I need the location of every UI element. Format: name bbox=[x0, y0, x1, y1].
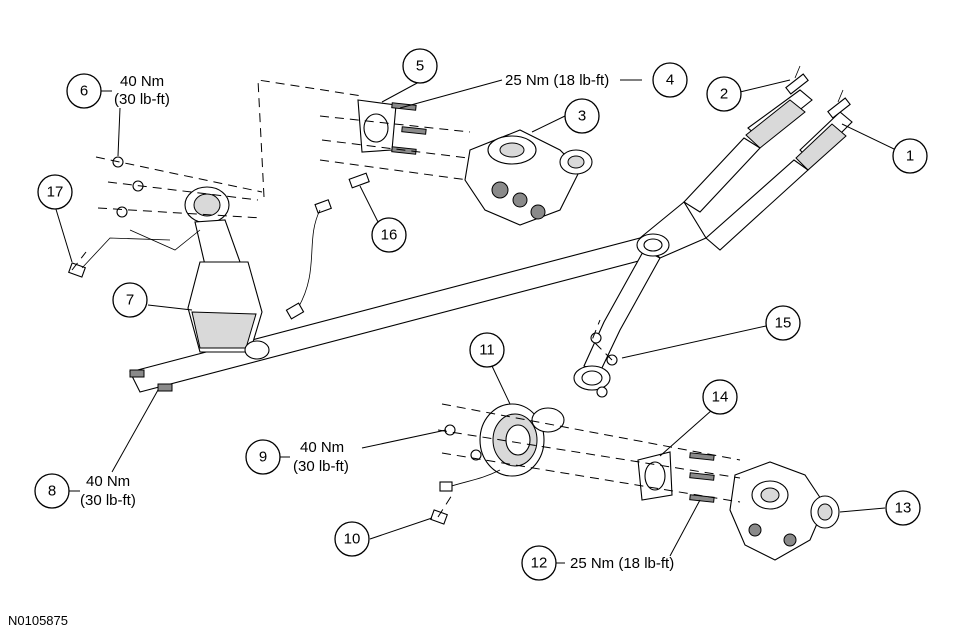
torque-spec-6-line1: 40 Nm bbox=[120, 73, 164, 90]
right-converter-flange bbox=[479, 403, 565, 477]
torque-spec-12: 25 Nm (18 lb-ft) bbox=[570, 555, 674, 572]
svg-text:1: 1 bbox=[906, 148, 914, 165]
callout-11: 11 bbox=[469, 332, 505, 368]
svg-text:11: 11 bbox=[479, 342, 495, 359]
upper-gasket bbox=[357, 99, 397, 153]
callout-1: 1 bbox=[892, 138, 928, 174]
callout-16: 16 bbox=[371, 217, 407, 253]
callout-4: 4 bbox=[652, 62, 688, 98]
svg-text:5: 5 bbox=[416, 58, 424, 75]
left-catalytic-converter bbox=[129, 186, 270, 360]
svg-text:13: 13 bbox=[895, 500, 912, 517]
callout-3: 3 bbox=[564, 98, 600, 134]
lower-gasket bbox=[637, 451, 673, 501]
lower-manifold-assembly bbox=[729, 461, 840, 561]
callout-7: 7 bbox=[112, 282, 148, 318]
upper-manifold-assembly bbox=[464, 129, 593, 226]
fasteners bbox=[112, 102, 715, 503]
figure-id: N0105875 bbox=[8, 613, 68, 628]
svg-text:6: 6 bbox=[80, 83, 88, 100]
svg-text:16: 16 bbox=[381, 227, 398, 244]
assembly-lines bbox=[71, 79, 741, 518]
svg-text:17: 17 bbox=[47, 184, 64, 201]
torque-spec-9-line2: (30 lb-ft) bbox=[293, 458, 349, 475]
torque-spec-9-line1: 40 Nm bbox=[300, 439, 344, 456]
callout-9: 9 bbox=[245, 439, 281, 475]
torque-spec-4: 25 Nm (18 lb-ft) bbox=[505, 72, 609, 89]
svg-text:2: 2 bbox=[720, 86, 728, 103]
callout-17: 17 bbox=[37, 174, 73, 210]
svg-text:12: 12 bbox=[531, 555, 548, 572]
callout-6: 6 bbox=[66, 73, 102, 109]
torque-spec-8-line1: 40 Nm bbox=[86, 473, 130, 490]
torque-spec-6-line2: (30 lb-ft) bbox=[114, 91, 170, 108]
callout-2: 2 bbox=[706, 76, 742, 112]
callout-5: 5 bbox=[402, 48, 438, 84]
svg-text:15: 15 bbox=[775, 315, 792, 332]
svg-text:9: 9 bbox=[259, 449, 267, 466]
svg-text:10: 10 bbox=[344, 531, 361, 548]
oxygen-sensors bbox=[68, 172, 501, 525]
callout-8: 8 bbox=[34, 473, 70, 509]
callout-15: 15 bbox=[765, 305, 801, 341]
leader-lines bbox=[54, 79, 895, 564]
svg-text:7: 7 bbox=[126, 292, 134, 309]
torque-spec-8-line2: (30 lb-ft) bbox=[80, 492, 136, 509]
svg-text:8: 8 bbox=[48, 483, 56, 500]
callout-14: 14 bbox=[702, 379, 738, 415]
callout-13: 13 bbox=[885, 490, 921, 526]
svg-text:14: 14 bbox=[712, 389, 729, 406]
callout-10: 10 bbox=[334, 521, 370, 557]
callout-12: 12 bbox=[521, 545, 557, 581]
svg-text:3: 3 bbox=[578, 108, 586, 125]
svg-text:4: 4 bbox=[666, 72, 674, 89]
